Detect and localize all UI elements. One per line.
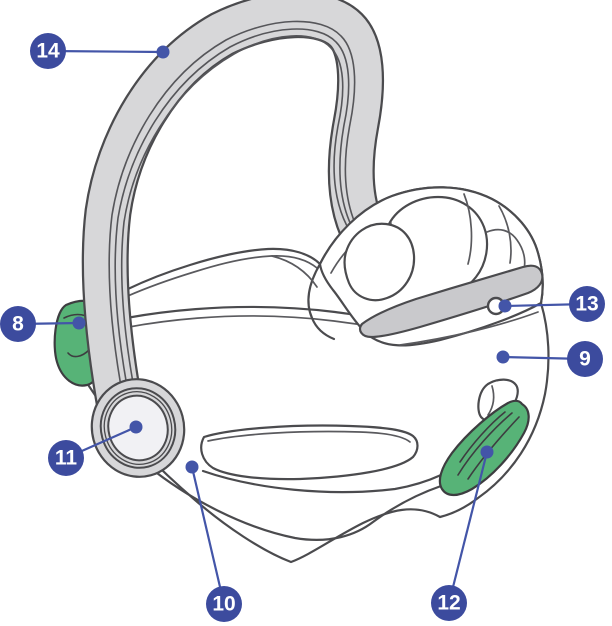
anchor-dot <box>185 460 199 474</box>
shell-lower-line-2 <box>146 464 443 541</box>
callout-10: 10 <box>185 460 242 622</box>
right-belt-hook-line-1 <box>457 412 513 476</box>
callout-label: 13 <box>575 293 598 316</box>
handle-groove-3 <box>120 35 359 442</box>
anchor-dot <box>156 45 170 59</box>
callout-label: 11 <box>55 447 78 470</box>
right-belt-hook-line-2 <box>467 416 520 480</box>
callout-badge <box>48 440 84 476</box>
callout-label: 10 <box>212 593 235 616</box>
callouts: 14 8 11 10 12 <box>0 33 605 622</box>
front-recess <box>200 424 419 481</box>
callout-badge <box>30 33 66 69</box>
callout-label: 14 <box>36 40 60 63</box>
leader-line <box>190 466 226 605</box>
callout-label: 9 <box>579 348 591 371</box>
callout-badge <box>0 306 36 342</box>
callout-label: 8 <box>12 313 24 336</box>
callout-label: 12 <box>437 592 460 615</box>
callout-badge <box>206 586 242 622</box>
seat-saddle-line-2 <box>271 255 318 288</box>
anchor-dot <box>129 420 143 434</box>
canopy-rim <box>358 264 544 346</box>
callout-14: 14 <box>30 33 170 69</box>
canopy-fold-line-5 <box>498 205 512 264</box>
callout-13: 13 <box>498 286 605 322</box>
handle-groove-2 <box>114 28 365 445</box>
callout-8: 8 <box>0 306 86 342</box>
callout-12: 12 <box>431 445 494 621</box>
shell-lower-line-1 <box>201 469 443 494</box>
callout-badge <box>569 286 605 322</box>
callout-9: 9 <box>496 341 603 377</box>
callout-badge <box>567 341 603 377</box>
canopy-fold-line-3 <box>486 228 526 277</box>
anchor-dot <box>480 445 494 459</box>
leader-line <box>447 451 489 604</box>
headrest-cushion <box>343 222 416 302</box>
handle-groove-1 <box>108 20 371 447</box>
right-belt-hook-line-3 <box>459 411 506 463</box>
seat-illustration <box>53 0 550 564</box>
canopy-rim-shadow-line <box>399 311 539 346</box>
callout-badge <box>431 585 467 621</box>
leader-line <box>47 49 164 54</box>
canopy-fold-line-4 <box>463 193 473 265</box>
belt-tab-fold-line <box>487 385 495 416</box>
anchor-dot <box>498 299 512 313</box>
front-recess-shadow <box>207 430 411 443</box>
anchor-dot <box>496 350 510 364</box>
callout-11: 11 <box>48 420 143 476</box>
anchor-dot <box>72 316 86 330</box>
